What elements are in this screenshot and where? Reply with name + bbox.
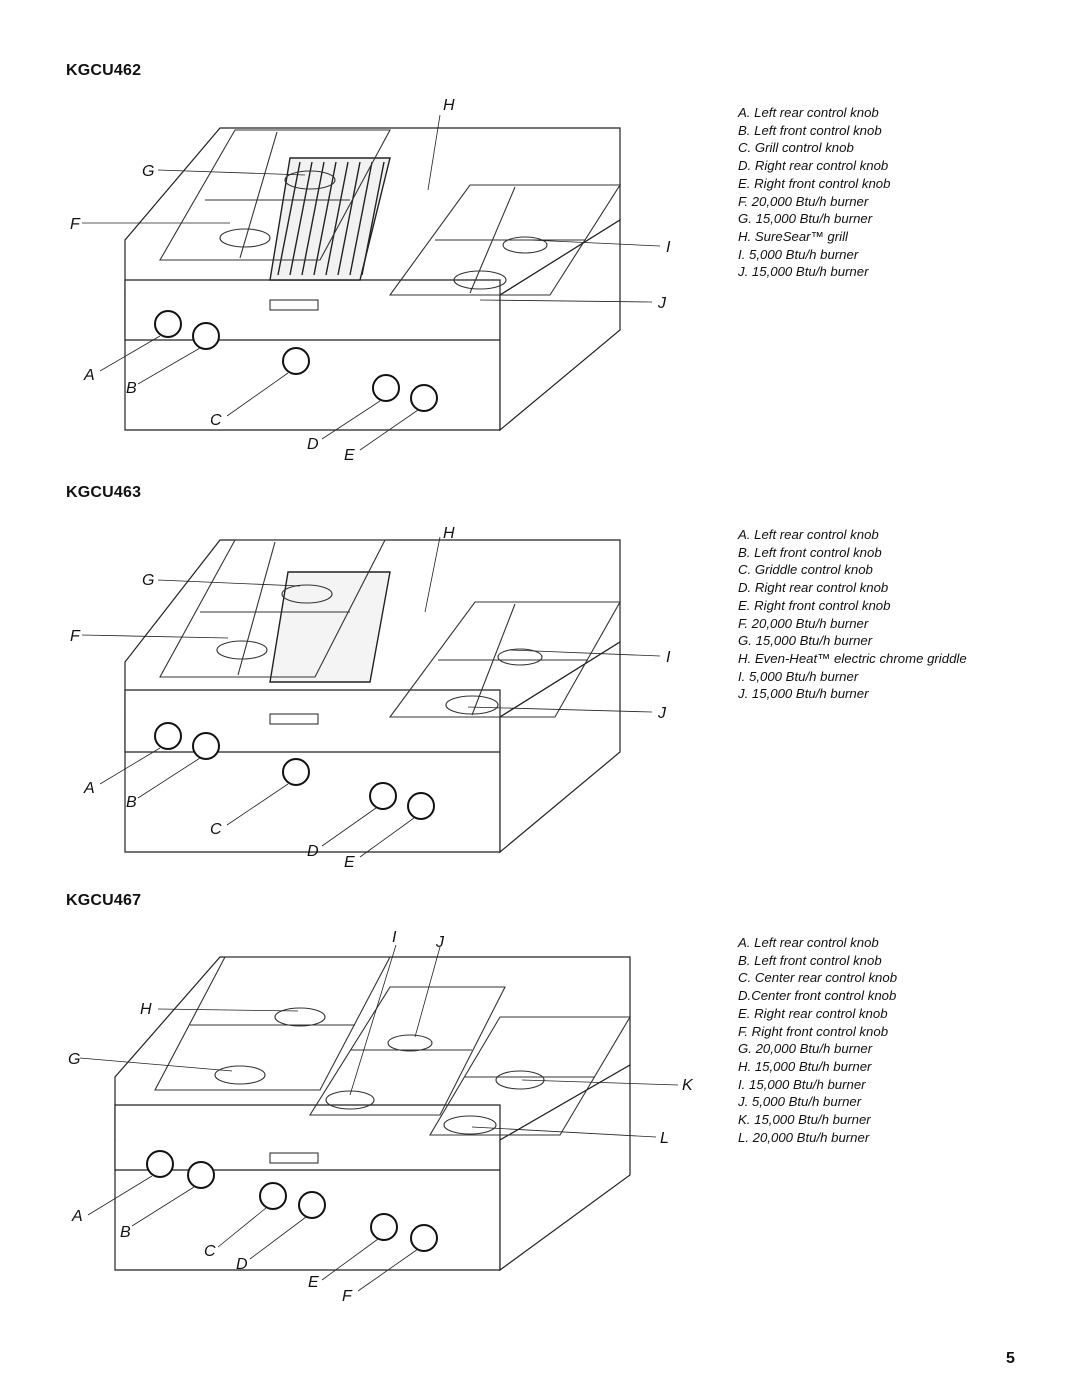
callout-h: H — [443, 525, 455, 542]
legend-item: H. SureSear™ grill — [738, 228, 848, 244]
cooktop-diagram-kgcu462: A B C D E F G H I J — [70, 97, 671, 464]
legend-item: G. 15,000 Btu/h burner — [738, 633, 873, 649]
legend-item: A. Left rear control knob — [738, 935, 879, 950]
legend-item: C. Center rear control knob — [738, 970, 898, 986]
callout-c: C — [210, 412, 222, 429]
legend-item: B. Left front control knob — [738, 122, 882, 138]
legend-item: I. 5,000 Btu/h burner — [738, 246, 859, 262]
legend-item: A. Left rear control knob — [738, 105, 879, 120]
legend-item: G. 15,000 Btu/h burner — [738, 211, 873, 227]
callout-d: D — [307, 436, 319, 453]
callout-a: A — [71, 1208, 83, 1225]
legend-item: I. 15,000 Btu/h burner — [738, 1076, 866, 1092]
callout-e: E — [344, 854, 355, 871]
legend-item: J. 15,000 Btu/h burner — [738, 686, 869, 702]
callout-j: J — [657, 295, 667, 312]
legend-item: C. Griddle control knob — [738, 562, 873, 578]
legend-item: K. 15,000 Btu/h burner — [738, 1112, 871, 1128]
legend-item: G. 20,000 Btu/h burner — [738, 1041, 873, 1057]
callout-d: D — [236, 1256, 248, 1273]
legend-item: J. 5,000 Btu/h burner — [738, 1094, 862, 1110]
callout-e: E — [344, 447, 355, 464]
cooktop-diagram-kgcu463: A B C D E F G H I J — [70, 525, 671, 871]
callout-b: B — [120, 1224, 131, 1241]
legend-item: D. Right rear control knob — [738, 158, 889, 174]
model-title-kgcu463: KGCU463 — [66, 484, 142, 501]
callout-c: C — [204, 1243, 216, 1260]
legend-item: E. Right front control knob — [738, 175, 891, 191]
legend-item: B. Left front control knob — [738, 952, 882, 968]
callout-j: J — [657, 705, 667, 722]
callout-h: H — [443, 97, 455, 114]
callout-i: I — [392, 929, 397, 946]
legend-item: J. 15,000 Btu/h burner — [738, 264, 869, 280]
callout-f: F — [70, 216, 81, 233]
legend-item: D.Center front control knob — [738, 988, 897, 1004]
legend-kgcu463: A. Left rear control knob B. Left front … — [738, 526, 1068, 703]
legend-item: I. 5,000 Btu/h burner — [738, 668, 859, 684]
callout-g: G — [142, 572, 154, 589]
callout-f: F — [70, 628, 81, 645]
callout-f: F — [342, 1288, 353, 1305]
model-title-kgcu462: KGCU462 — [66, 62, 142, 79]
callout-a: A — [83, 367, 95, 384]
callout-l: L — [660, 1130, 669, 1147]
legend-kgcu462: A. Left rear control knob B. Left front … — [738, 104, 1068, 281]
callout-d: D — [307, 843, 319, 860]
legend-item: E. Right rear control knob — [738, 1005, 888, 1021]
callout-i: I — [666, 239, 671, 256]
legend-item: D. Right rear control knob — [738, 580, 889, 596]
legend-item: F. 20,000 Btu/h burner — [738, 615, 869, 631]
callout-h: H — [140, 1001, 152, 1018]
model-title-kgcu467: KGCU467 — [66, 892, 142, 909]
legend-item: B. Left front control knob — [738, 544, 882, 560]
legend-item: F. Right front control knob — [738, 1023, 889, 1039]
legend-item: A. Left rear control knob — [738, 527, 879, 542]
legend-kgcu467: A. Left rear control knob B. Left front … — [738, 934, 1068, 1146]
callout-a: A — [83, 780, 95, 797]
callout-k: K — [682, 1077, 694, 1094]
callout-i: I — [666, 649, 671, 666]
callout-g: G — [68, 1051, 80, 1068]
legend-item: L. 20,000 Btu/h burner — [738, 1129, 870, 1145]
callout-b: B — [126, 380, 137, 397]
callout-g: G — [142, 163, 154, 180]
legend-item: F. 20,000 Btu/h burner — [738, 193, 869, 209]
callout-c: C — [210, 821, 222, 838]
callout-j: J — [435, 934, 445, 951]
cooktop-diagram-kgcu467: A B C D E F G H I J K L — [68, 929, 694, 1305]
callout-e: E — [308, 1274, 319, 1291]
legend-item: H. Even-Heat™ electric chrome griddle — [738, 650, 967, 666]
legend-item: C. Grill control knob — [738, 140, 854, 156]
legend-item: E. Right front control knob — [738, 597, 891, 613]
page-number: 5 — [1006, 1350, 1015, 1367]
legend-item: H. 15,000 Btu/h burner — [738, 1058, 872, 1074]
callout-b: B — [126, 794, 137, 811]
